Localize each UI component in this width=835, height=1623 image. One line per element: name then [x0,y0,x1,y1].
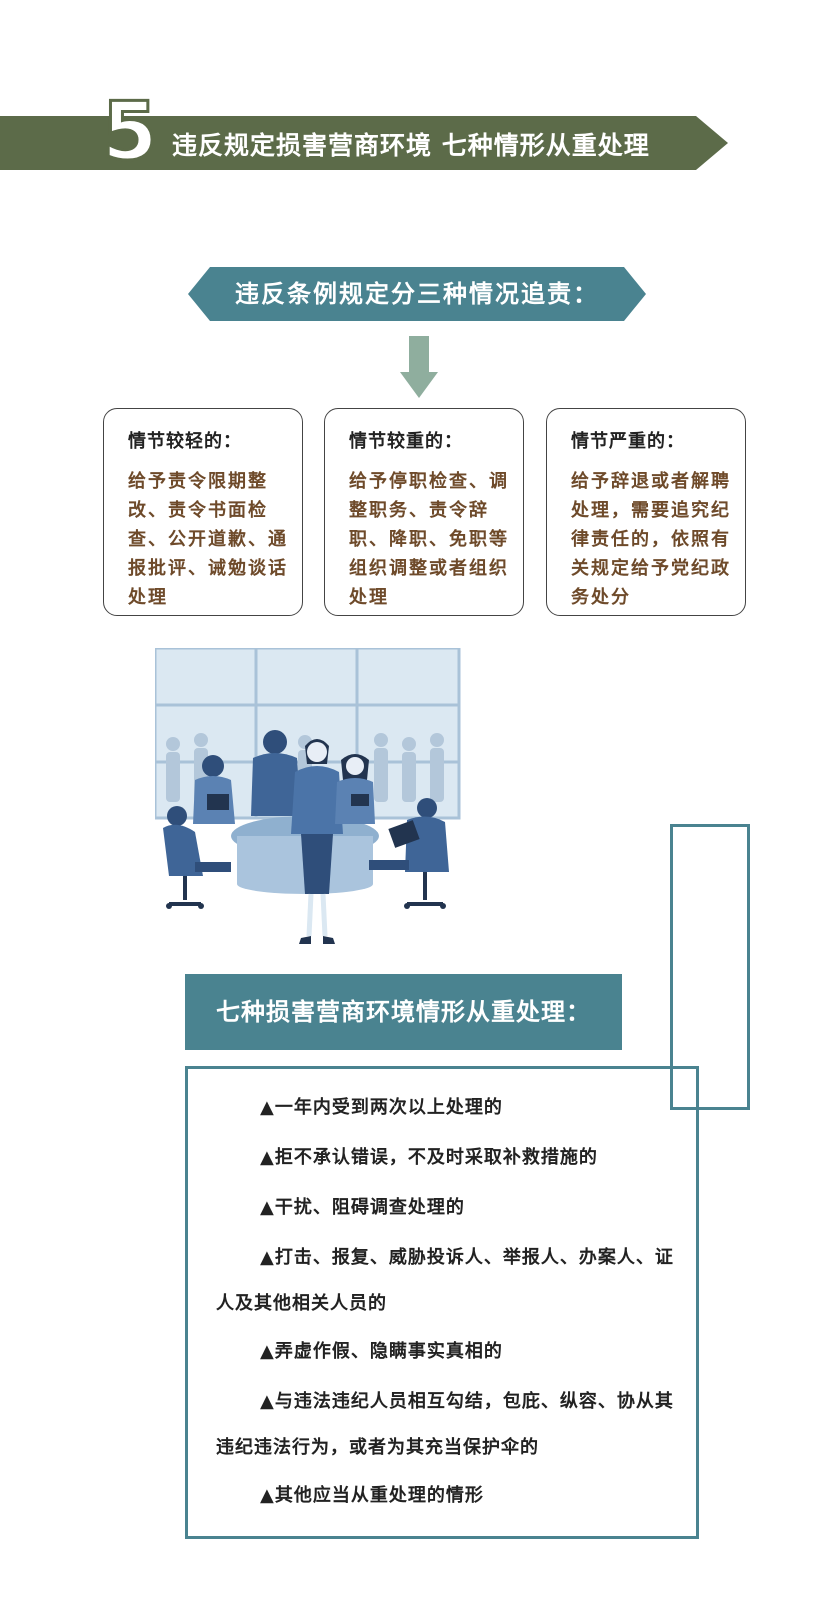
list-item: ▲其他应当从重处理的情形 [260,1485,484,1506]
intro-text: 违反条例规定分三种情况追责： [235,280,599,308]
meeting-illustration [155,648,461,944]
list-item: ▲一年内受到两次以上处理的 [260,1097,503,1118]
card-body: 给予辞退或者解聘处理，需要追究纪律责任的，依照有关规定给予党纪政务处分 [571,471,731,608]
list-item: ▲拒不承认错误，不及时采取补救措施的 [260,1147,598,1168]
list-item: ▲打击、报复、威胁投诉人、举报人、办案人、证人及其他相关人员的 [216,1247,674,1314]
card-body: 给予停职检查、调整职务、责令辞职、降职、免职等组织调整或者组织处理 [349,471,509,608]
card-severe: 情节严重的： 给予辞退或者解聘处理，需要追究纪律责任的，依照有关规定给予党纪政务… [546,408,746,616]
card-body: 给予责令限期整改、责令书面检查、公开道歉、通报批评、诫勉谈话处理 [128,471,288,608]
card-serious: 情节较重的： 给予停职检查、调整职务、责令辞职、降职、免职等组织调整或者组织处理 [324,408,524,616]
section-number: 5 [101,85,160,178]
section-title: 违反规定损害营商环境 七种情形从重处理 [172,131,650,160]
card-title: 情节严重的： [571,431,685,452]
intro-banner-shape [188,267,646,321]
list-item: ▲弄虚作假、隐瞒事实真相的 [260,1341,503,1362]
seven-situations-title: 七种损害营商环境情形从重处理： [185,974,622,1050]
card-title: 情节较重的： [349,431,463,452]
section-ribbon [0,116,728,170]
seven-situations-list: ▲一年内受到两次以上处理的 ▲拒不承认错误，不及时采取补救措施的 ▲干扰、阻碍调… [185,1066,699,1539]
intro-banner: 违反条例规定分三种情况追责： [188,267,646,321]
decorative-frame [670,824,750,1110]
list-item: ▲干扰、阻碍调查处理的 [260,1197,465,1218]
card-title: 情节较轻的： [128,431,242,452]
list-item: ▲与违法违纪人员相互勾结，包庇、纵容、协从其违纪违法行为，或者为其充当保护伞的 [216,1391,674,1458]
down-arrow-icon [400,336,438,398]
card-minor: 情节较轻的： 给予责令限期整改、责令书面检查、公开道歉、通报批评、诫勉谈话处理 [103,408,303,616]
ribbon-shape [0,116,728,170]
